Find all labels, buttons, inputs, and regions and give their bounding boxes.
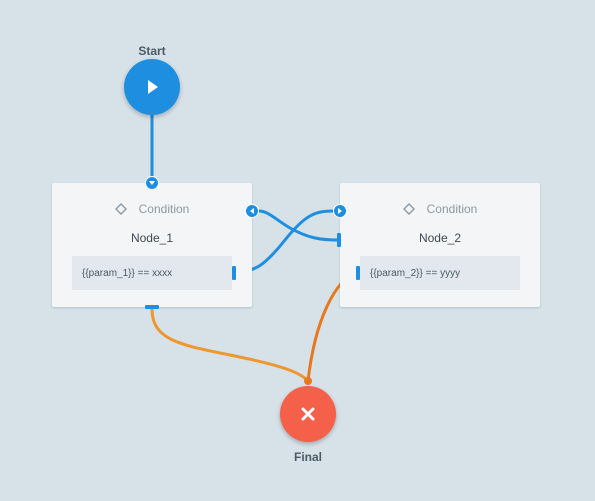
start-label: Start [138,44,166,58]
diamond-icon [402,203,415,215]
diamond-icon [114,203,127,215]
node-type-label: Condition [426,202,478,216]
node-type-row: Condition [52,202,252,216]
chevron-left-icon [250,208,254,214]
final-input-dot[interactable] [304,377,312,385]
condition-output-port[interactable] [232,266,236,280]
node-type-row: Condition [340,202,540,216]
play-icon [148,80,158,94]
node-card-node1[interactable]: Condition Node_1 {{param_1}} == xxxx [52,183,252,309]
node-name: Node_1 [130,231,174,245]
node-type-label: Condition [138,202,190,216]
node-condition-expression[interactable]: {{param_1}} == xxxx [72,256,232,290]
node-condition-expression[interactable]: {{param_2}} == yyyy [360,256,520,290]
node1-input-port-right[interactable] [245,204,259,218]
close-icon [301,407,315,421]
input-port-left[interactable] [337,233,341,247]
node2-input-port-left[interactable] [333,204,347,218]
wire-node1-else-to-final[interactable] [150,308,310,383]
start-node[interactable] [124,59,180,115]
else-output-port[interactable] [145,305,159,309]
chevron-down-icon [149,181,155,185]
condition-output-port[interactable] [356,266,360,280]
wire-node2-to-node1[interactable] [258,209,339,242]
final-node[interactable] [280,386,336,442]
node-card-node2[interactable]: Condition Node_2 {{param_2}} == yyyy [337,183,540,307]
node1-input-port-top[interactable] [145,176,159,190]
node-name: Node_2 [418,231,462,245]
final-label: Final [293,450,322,464]
chevron-right-icon [338,208,342,214]
